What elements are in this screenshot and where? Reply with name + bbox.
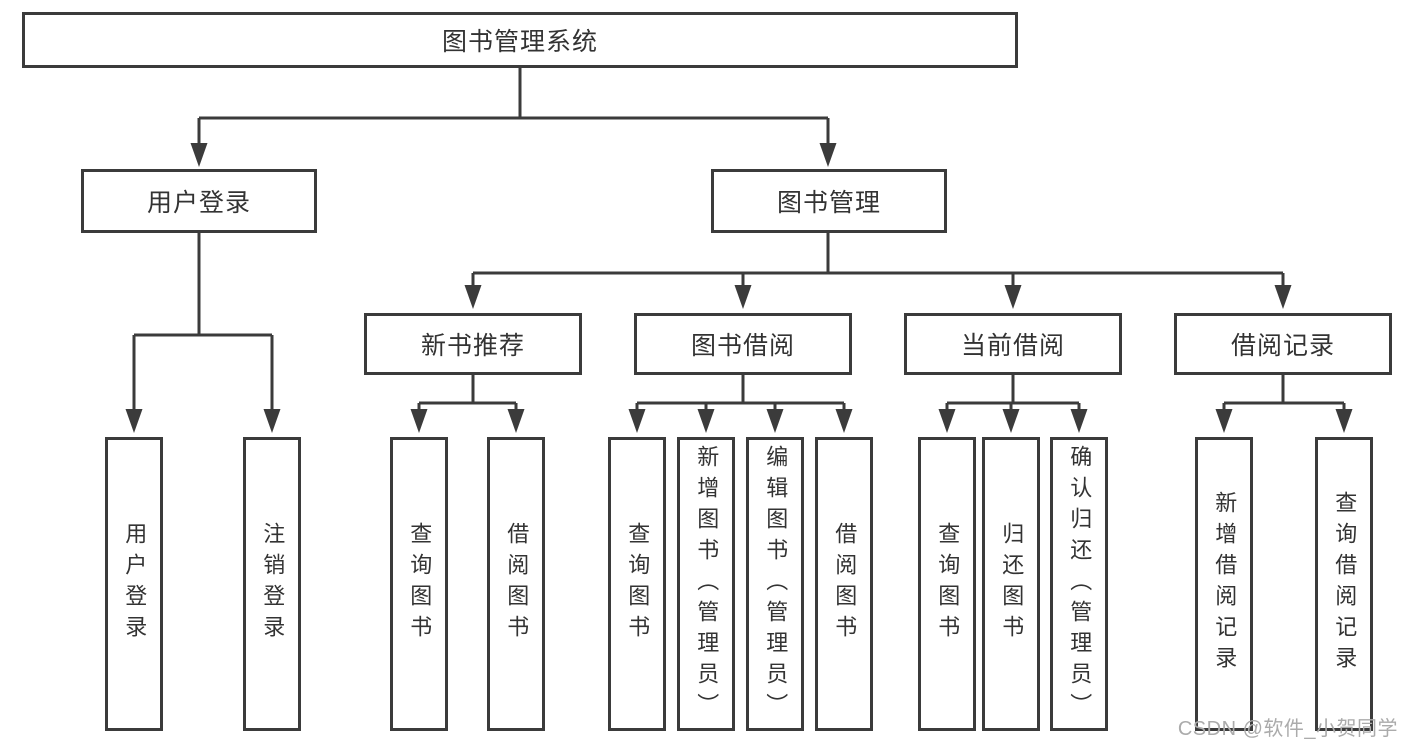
arrowhead-icon (263, 409, 281, 433)
leaf-label: 编辑图书（管理员） (763, 444, 789, 724)
node-library-management-system: 图书管理系统 (22, 12, 1018, 68)
leaf-label: 新增借阅记录 (1212, 491, 1238, 677)
arrowhead-icon (1004, 285, 1022, 309)
node-label: 用户登录 (146, 189, 251, 217)
arrowhead-icon (628, 409, 646, 433)
arrowhead-icon (835, 409, 853, 433)
arrowhead-icon (1215, 409, 1233, 433)
node-current-borrow: 当前借阅 (904, 313, 1122, 375)
leaf-query-books-recommend: 查询图书 (390, 437, 448, 731)
leaf-add-books-admin: 新增图书（管理员） (677, 437, 735, 731)
arrowhead-icon (507, 409, 525, 433)
node-new-book-recommend: 新书推荐 (364, 313, 582, 375)
node-label: 当前借阅 (960, 332, 1065, 360)
arrowhead-icon (464, 285, 482, 309)
leaf-add-borrow-record: 新增借阅记录 (1195, 437, 1253, 731)
tree-edges (132, 67, 1346, 417)
edge-root-split (197, 67, 830, 150)
node-label: 图书管理 (776, 189, 881, 217)
arrowhead-icon (125, 409, 143, 433)
arrowhead-icon (938, 409, 956, 433)
edge-book-management-split (471, 233, 1285, 292)
leaf-label: 注销登录 (260, 522, 286, 646)
arrowhead-icon (697, 409, 715, 433)
leaf-query-books-current: 查询图书 (918, 437, 976, 731)
edge-new-book-split (417, 375, 518, 417)
csdn-watermark: CSDN @软件_小贺同学 (1177, 718, 1398, 740)
leaf-query-borrow-record: 查询借阅记录 (1315, 437, 1373, 731)
node-user-login: 用户登录 (81, 169, 317, 233)
leaf-label: 借阅图书 (504, 522, 530, 646)
arrowhead-icon (1070, 409, 1088, 433)
leaf-label: 借阅图书 (832, 522, 858, 646)
leaf-label: 新增图书（管理员） (694, 444, 720, 724)
leaf-label: 查询图书 (407, 522, 433, 646)
edge-user-login-split (132, 233, 274, 417)
leaf-label: 查询图书 (625, 522, 651, 646)
node-book-management: 图书管理 (711, 169, 947, 233)
arrowhead-icon (734, 285, 752, 309)
leaf-query-books-borrow: 查询图书 (608, 437, 666, 731)
node-label: 图书借阅 (690, 332, 795, 360)
arrowheads (125, 143, 1353, 433)
node-label: 新书推荐 (420, 332, 525, 360)
leaf-return-books: 归还图书 (982, 437, 1040, 731)
node-borrow-records: 借阅记录 (1174, 313, 1392, 375)
arrowhead-icon (766, 409, 784, 433)
arrowhead-icon (819, 143, 837, 167)
leaf-confirm-return-admin: 确认归还（管理员） (1050, 437, 1108, 731)
leaf-label: 确认归还（管理员） (1067, 444, 1093, 724)
arrowhead-icon (410, 409, 428, 433)
node-label: 借阅记录 (1230, 332, 1335, 360)
leaf-label: 查询借阅记录 (1332, 491, 1358, 677)
leaf-edit-books-admin: 编辑图书（管理员） (746, 437, 804, 731)
leaf-label: 归还图书 (999, 522, 1025, 646)
leaf-label: 查询图书 (935, 522, 961, 646)
edge-borrow-records-split (1222, 375, 1346, 417)
arrowhead-icon (1002, 409, 1020, 433)
arrowhead-icon (1274, 285, 1292, 309)
leaf-logout: 注销登录 (243, 437, 301, 731)
leaf-borrow-books: 借阅图书 (815, 437, 873, 731)
leaf-user-login: 用户登录 (105, 437, 163, 731)
arrowhead-icon (1335, 409, 1353, 433)
arrowhead-icon (190, 143, 208, 167)
leaf-borrow-books-recommend: 借阅图书 (487, 437, 545, 731)
node-label: 图书管理系统 (441, 28, 598, 56)
leaf-label: 用户登录 (122, 522, 148, 646)
node-book-borrow: 图书借阅 (634, 313, 852, 375)
edge-book-borrow-split (635, 375, 846, 417)
